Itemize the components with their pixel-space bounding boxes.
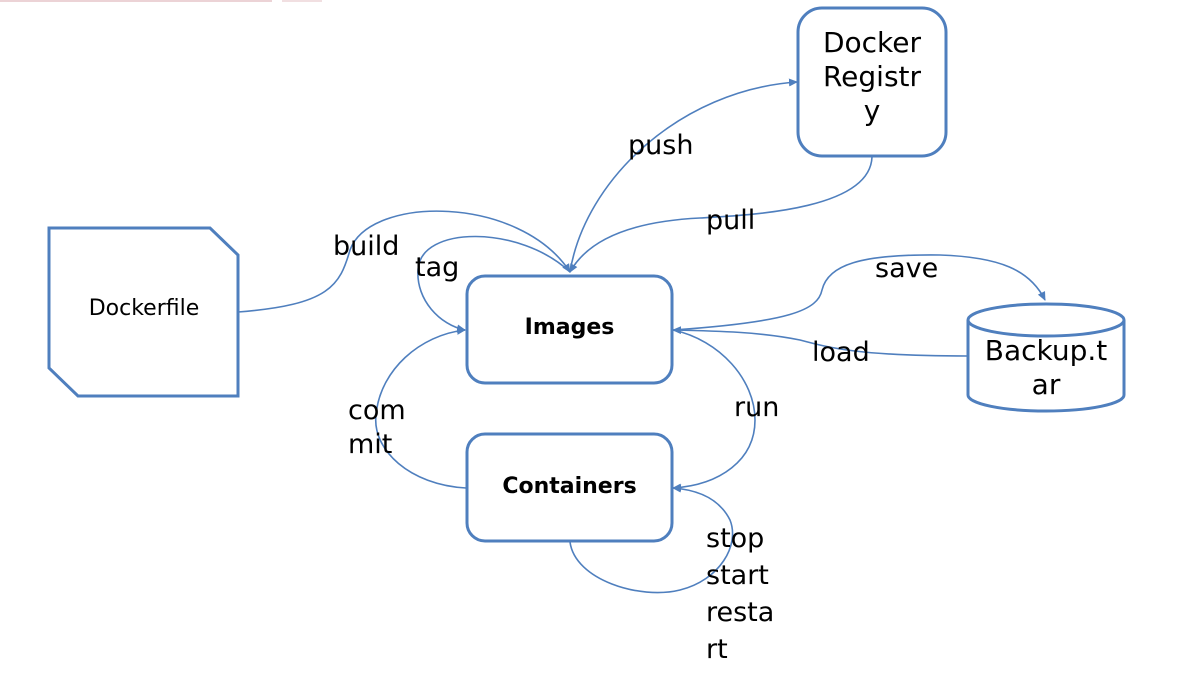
header-divider-line (282, 0, 322, 2)
edge-label-run: run (734, 392, 780, 423)
dockerfile-node (47, 226, 240, 398)
edge-label-load: load (812, 337, 870, 368)
dockerfile-label: Dockerfile (88, 296, 200, 321)
edge-commit (375, 326, 467, 489)
edge-label-push: push (628, 130, 694, 161)
header-divider-line (0, 0, 272, 2)
edge-label-save: save (875, 253, 939, 284)
backup-cylinder-node (966, 302, 1126, 413)
images-label: Images (524, 315, 615, 340)
edge-save (672, 254, 1046, 331)
edge-load (672, 326, 969, 357)
edge-label-stop-start-restart: stop start resta rt (706, 523, 775, 665)
registry-node (796, 6, 948, 158)
edge-tag (417, 235, 571, 333)
edge-build (237, 210, 571, 313)
edge-pull (569, 156, 873, 273)
containers-label: Containers (502, 474, 637, 499)
edge-run (672, 329, 756, 492)
images-node (465, 274, 674, 385)
backup-label: Backup.t ar (984, 334, 1108, 401)
registry-label: Docker Registr y (822, 26, 922, 127)
edge-label-commit: com mit (348, 395, 406, 460)
containers-node (465, 432, 674, 543)
edge-label-pull: pull (706, 205, 756, 236)
edge-push (569, 78, 798, 273)
edge-label-tag: tag (415, 252, 460, 283)
edge-stop-start-restart (569, 484, 734, 594)
edge-label-build: build (333, 231, 400, 262)
